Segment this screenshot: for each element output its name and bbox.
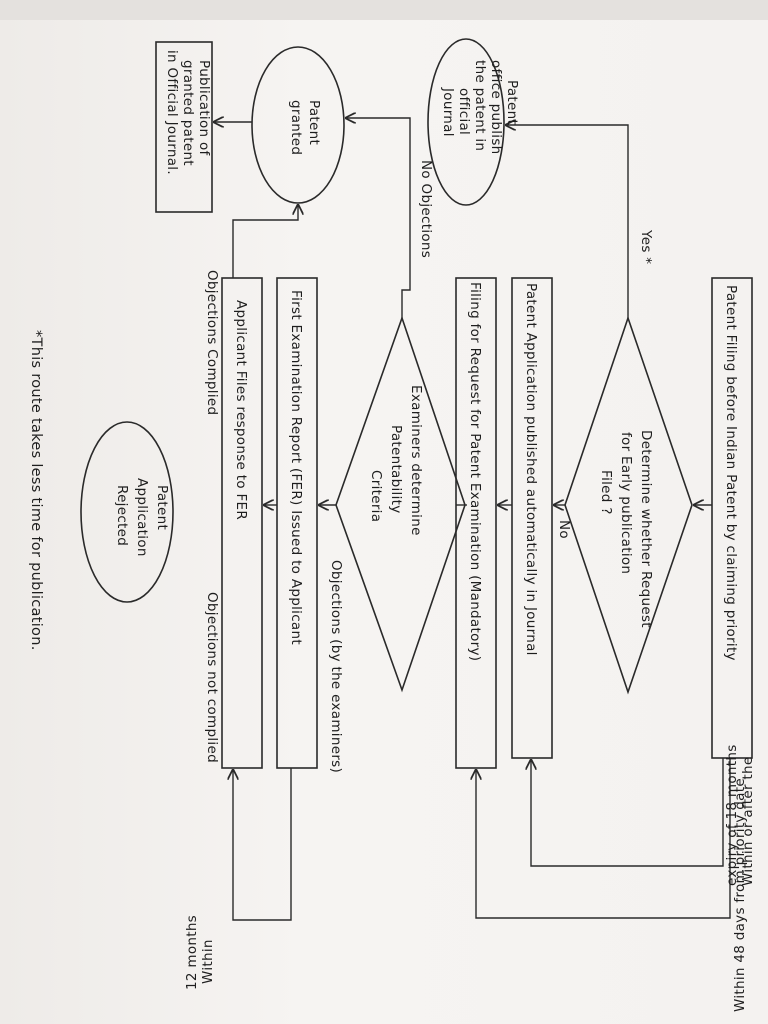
oval-patent-granted	[251, 46, 345, 204]
label-patent-filing: Patent Filing before Indian Patent by cl…	[723, 285, 739, 661]
label-rejected-line1: Patent	[154, 485, 170, 530]
label-office-line1: Patent	[504, 80, 520, 125]
paper-edge	[0, 0, 768, 20]
label-office-line4: official	[456, 88, 472, 135]
label-decision-line3: Filed ?	[598, 470, 614, 515]
label-publication-line2: granted patent	[180, 60, 196, 166]
label-fer-issued: First Examination Report (FER) Issued to…	[288, 290, 304, 645]
box-publication-granted	[155, 41, 213, 213]
bracket-within-12-months	[233, 768, 292, 921]
label-objections-examiners: Objections (by the examiners)	[328, 560, 344, 773]
arrow-objections-complied	[232, 205, 298, 278]
label-no-objections: No Objections	[418, 160, 434, 258]
label-published-automatically: Patent Application published automatical…	[523, 283, 539, 656]
label-within-48-days: Within 48 days from priority date	[732, 778, 748, 1012]
label-applicant-response: Applicant Files response to FER	[233, 300, 249, 520]
diamond-early-publication	[564, 315, 693, 695]
label-patentability-line1: Examiners determine	[408, 385, 424, 536]
label-expiry-18-months: expiry of 18 months	[724, 744, 740, 886]
label-granted-line2: granted	[288, 100, 304, 155]
label-office-line2: office publish	[488, 60, 504, 155]
bracket-within-48-days	[476, 758, 731, 919]
label-within-or-after: Within or after the	[740, 757, 756, 886]
box-applicant-response	[221, 277, 263, 769]
label-publication-line1: Publication of	[196, 60, 212, 157]
label-no: No	[556, 520, 572, 539]
label-yes: Yes *	[638, 229, 654, 264]
arrow-yes	[506, 125, 629, 318]
box-patent-filing	[711, 277, 753, 759]
label-office-line5: Journal	[440, 87, 456, 137]
box-request-examination	[455, 277, 497, 769]
label-objections-complied: Objections Complied	[204, 270, 220, 415]
label-rejected-line3: Rejected	[114, 485, 130, 546]
label-within: Within	[200, 939, 216, 984]
arrow-no-objections	[346, 118, 411, 318]
label-12-months: 12 months	[184, 915, 200, 990]
bracket-within-18-months	[531, 758, 724, 867]
label-rejected-line2: Application	[134, 478, 150, 557]
box-published-automatically	[511, 277, 553, 759]
label-publication-line3: in Official Journal.	[164, 50, 180, 175]
label-request-examination: Filing for Request for Patent Examinatio…	[467, 282, 483, 661]
label-office-line3: the patent in	[472, 60, 488, 151]
label-decision-line1: Determine whether Request	[638, 430, 654, 628]
label-decision-line2: for Early publication	[618, 432, 634, 574]
label-patentability-line2: Patentability	[388, 425, 404, 514]
box-fer-issued	[276, 277, 318, 769]
diamond-patentability	[335, 315, 466, 693]
footnote: *This route takes less time for publicat…	[28, 330, 44, 651]
label-granted-line1: Patent	[306, 100, 322, 145]
oval-office-publish	[427, 38, 505, 206]
label-objections-not-complied: Objections not complied	[204, 592, 220, 763]
oval-application-rejected	[80, 421, 174, 603]
label-patentability-line3: Criteria	[368, 470, 384, 522]
